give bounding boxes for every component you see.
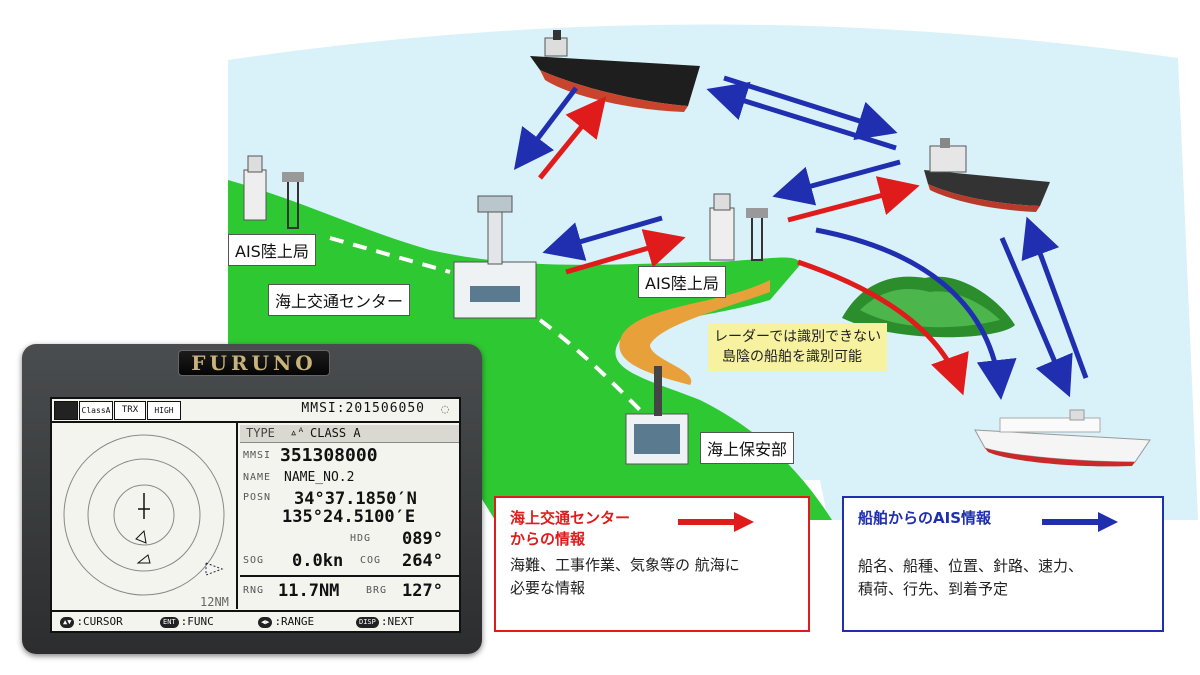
radar-note-line1: レーダーでは識別できない (714, 329, 882, 345)
hdg-value: 089° (402, 529, 443, 549)
legend-red-body-line2: 必要な情報 (510, 579, 586, 597)
red-comm-arrow-9 (797, 259, 969, 396)
legend-red-box: 海上交通センター からの情報 海難、工事作業、気象等の 航海に 必要な情報 (494, 496, 810, 632)
rng-label: RNG (243, 585, 265, 596)
beach-icon (619, 280, 770, 385)
ais-station-center-label: AIS陸上局 (638, 266, 726, 298)
legend-red-title-line2: からの情報 (510, 530, 586, 548)
radar-note: レーダーでは識別できない 島陰の船舶を識別可能 (708, 323, 888, 371)
range-scale: 12NM (200, 595, 229, 609)
rng-value: 11.7NM (278, 581, 340, 601)
ais-screen: ClassA TRX HIGH MMSI:201506050 ◌ 12NM TY… (50, 397, 461, 633)
blue-comm-arrow-5 (772, 159, 901, 206)
class-a-ship-icon: ClassA (79, 401, 113, 420)
softkey-bar: ▲▼:CURSOR ENT:FUNC ◀▶:RANGE DISP:NEXT (52, 610, 459, 631)
signal-bars-icon (54, 401, 78, 420)
ais-station-center-icon (709, 193, 768, 261)
legend-blue-body-line1: 船名、船種、位置、針路、速力、 (858, 557, 1084, 575)
longitude-value: 135°24.5100′E (282, 507, 416, 527)
cursor-key[interactable]: ▲▼:CURSOR (60, 615, 123, 628)
ais-station-left-icon (243, 155, 304, 229)
ais-station-left-label: AIS陸上局 (228, 234, 316, 266)
radar-note-line2: 島陰の船舶を識別可能 (722, 349, 862, 365)
next-key[interactable]: DISP:NEXT (356, 615, 414, 628)
cog-label: COG (360, 555, 382, 566)
range-key[interactable]: ◀▶:RANGE (258, 615, 314, 628)
radar-plot[interactable]: 12NM (52, 423, 238, 609)
legend-red-title-line1: 海上交通センター (510, 509, 631, 527)
mmsi-value: 351308000 (280, 445, 378, 466)
link-dash-down (538, 318, 642, 412)
radar-rings (63, 434, 225, 596)
blue-comm-arrow-4 (706, 81, 897, 151)
activity-spinner-icon: ◌ (441, 402, 449, 417)
vts-center-label: 海上交通センター (268, 284, 411, 316)
coast-guard-label: 海上保安部 (700, 432, 795, 464)
cog-value: 264° (402, 551, 443, 571)
screen-status-bar: ClassA TRX HIGH MMSI:201506050 ◌ (52, 399, 459, 423)
name-label: NAME (243, 472, 272, 483)
vts-center-building-icon (453, 195, 537, 319)
posn-label: POSN (243, 492, 272, 503)
furuno-ais-display: FURUNO ClassA TRX HIGH MMSI:201506050 ◌ … (22, 344, 482, 654)
high-power-icon: HIGH (147, 401, 181, 420)
own-mmsi: MMSI:201506050 (301, 401, 425, 416)
info-divider (240, 575, 459, 577)
trx-icon: TRX (114, 401, 146, 420)
brand-logo: FURUNO (178, 350, 330, 376)
link-dash-left (329, 236, 451, 274)
legend-blue-arrow-icon (1042, 512, 1118, 532)
blue-comm-arrow-10 (815, 227, 1017, 400)
class-a-symbol-icon: ▵ᴬ (290, 425, 305, 439)
name-value: NAME_NO.2 (284, 470, 355, 485)
legend-blue-box: 船舶からのAIS情報 船名、船種、位置、針路、速力、 積荷、行先、到着予定 (842, 496, 1164, 632)
type-value: CLASS A (310, 426, 361, 440)
red-comm-arrow-6 (787, 176, 920, 223)
blue-comm-arrow-3 (723, 75, 898, 140)
passenger-ferry-icon (974, 409, 1151, 467)
red-comm-arrow-2 (538, 96, 607, 180)
cargo-ship-top-icon (530, 30, 700, 112)
coast-guard-building-icon (625, 366, 689, 465)
island-icon (842, 276, 1015, 338)
brg-label: BRG (366, 585, 388, 596)
sog-value: 0.0kn (292, 551, 344, 571)
legend-blue-body-line2: 積荷、行先、到着予定 (858, 580, 1009, 598)
func-key[interactable]: ENT:FUNC (160, 615, 214, 628)
blue-comm-arrow-7 (542, 215, 663, 261)
type-row: TYPE ▵ᴬ CLASS A (240, 425, 459, 443)
target-triangle-2 (136, 554, 151, 564)
tanker-ship-right-icon (924, 138, 1050, 212)
selected-target-icon (205, 562, 224, 576)
legend-red-body-line1: 海難、工事作業、気象等の 航海に (510, 556, 740, 574)
legend-red-arrow-icon (678, 512, 754, 532)
hdg-label: HDG (350, 533, 372, 544)
blue-comm-arrow-12 (1021, 216, 1089, 379)
red-comm-arrow-8 (565, 229, 686, 275)
brg-value: 127° (402, 581, 443, 601)
target-triangle-1 (135, 529, 147, 544)
latitude-value: 34°37.1850′N (294, 489, 417, 509)
blue-comm-arrow-11 (999, 237, 1073, 398)
target-info-panel: TYPE ▵ᴬ CLASS A MMSI 351308000 NAME NAME… (240, 423, 459, 609)
legend-blue-title: 船舶からのAIS情報 (858, 509, 991, 527)
sog-label: SOG (243, 555, 265, 566)
mmsi-label: MMSI (243, 450, 272, 461)
type-label: TYPE (246, 426, 275, 440)
